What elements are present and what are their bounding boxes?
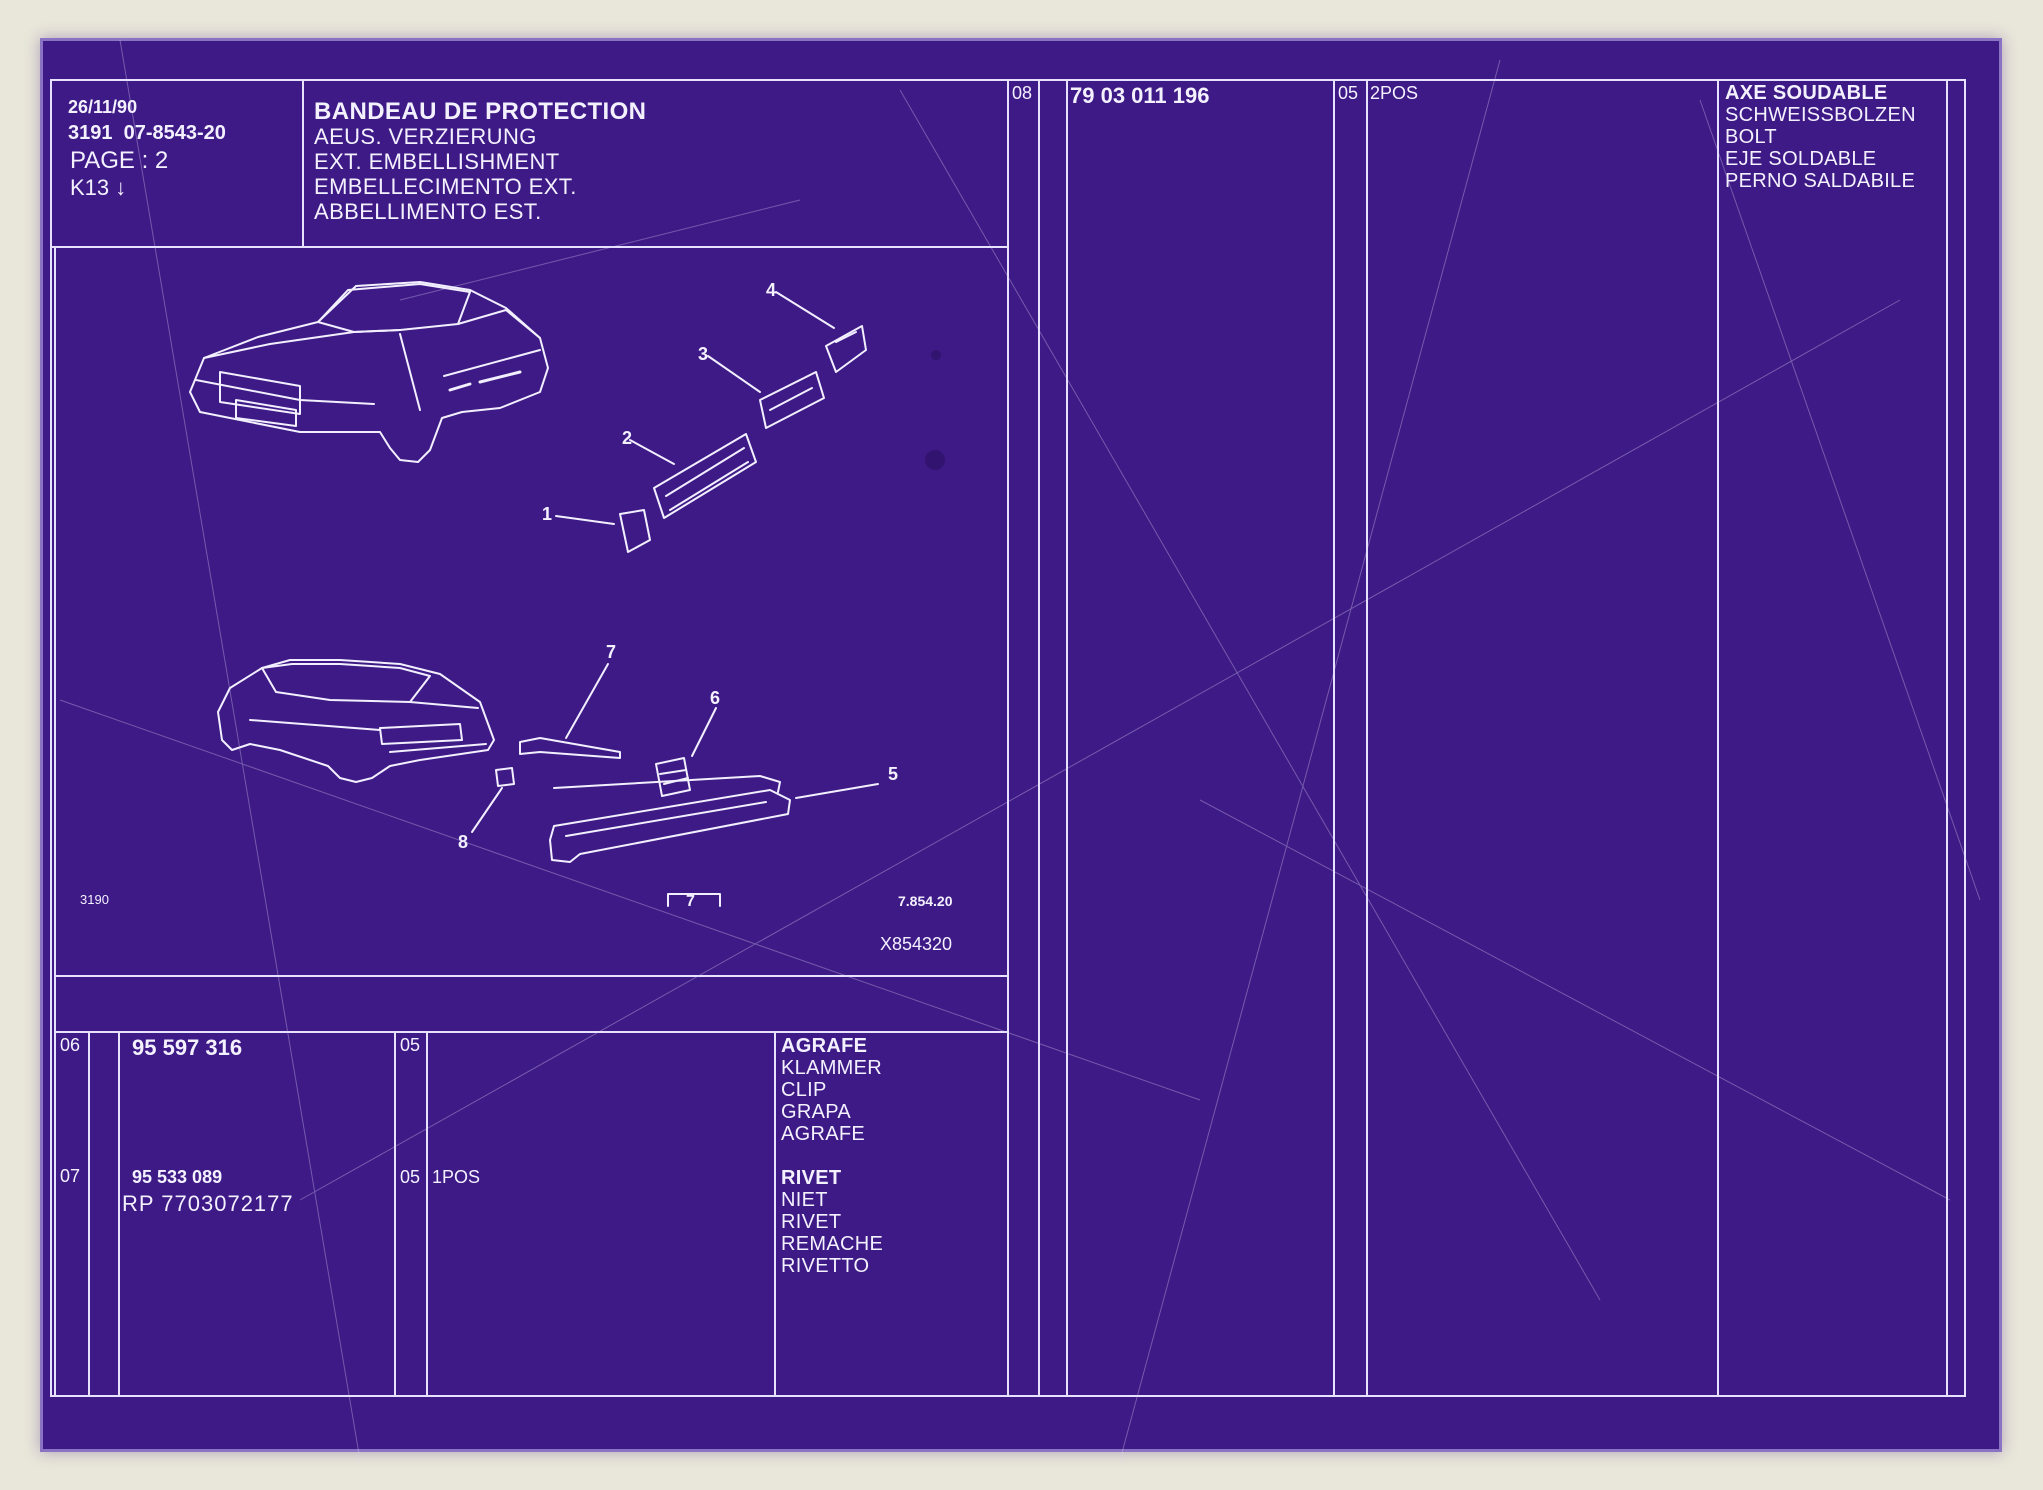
catalog-number: 3191 [68,122,113,144]
title-de: AEUS. VERZIERUNG [314,124,537,149]
name-fr: RIVET [781,1167,842,1189]
callout-6: 6 [710,688,720,708]
name-de: KLAMMER [781,1057,883,1079]
catalog-ref: 3191 07-8543-20 [68,122,226,144]
part-names: AGRAFE KLAMMER CLIP GRAPA AGRAFE [781,1035,882,1145]
part-names: RIVET NIET RIVET REMACHE RIVETTO [781,1167,883,1277]
name-es: EJE SOLDABLE [1725,148,1877,170]
quantity: 05 [400,1035,421,1055]
item-number: 06 [60,1035,81,1055]
callout-1: 1 [542,504,552,524]
page-number: PAGE : 2 [70,147,169,174]
part-number: 95 597 316 [132,1035,243,1060]
callout-4: 4 [766,280,776,300]
car-front-view-drawing [189,281,549,463]
position-note: 2POS [1370,83,1419,103]
name-de: NIET [781,1189,828,1211]
position-note: 1POS [432,1167,481,1187]
name-it: RIVETTO [781,1255,870,1277]
part-number: 79 03 011 196 [1070,83,1210,108]
part-names: AXE SOUDABLE SCHWEISSBOLZEN BOLT EJE SOL… [1725,82,1916,192]
callout-3: 3 [698,344,708,364]
drawing-number: 7.854.20 [898,893,953,909]
name-en: CLIP [781,1079,827,1101]
title-block: BANDEAU DE PROTECTION AEUS. VERZIERUNG E… [314,99,646,224]
name-fr: AXE SOUDABLE [1725,82,1888,104]
car-rear-view-drawing [217,659,495,783]
name-it: PERNO SALDABILE [1725,170,1916,192]
name-en: RIVET [781,1211,842,1233]
lower-strip-5-drawing [549,789,791,863]
name-it: AGRAFE [781,1123,866,1145]
moulding-strips-drawing [619,325,867,553]
callout-8: 8 [458,832,468,852]
callout-5: 5 [888,764,898,784]
title-en: EXT. EMBELLISHMENT [314,149,560,174]
section-key: K13 ↓ [70,175,127,200]
page-title: BANDEAU DE PROTECTION [314,98,647,125]
title-pt: EMBELLECIMENTO EXT. [314,174,577,199]
callout-2: 2 [622,428,632,448]
date: 26/11/90 [68,97,138,117]
box-mark: 7 [686,893,695,910]
replacement-number: RP 7703072177 [122,1191,294,1216]
part-number: 95 533 089 [132,1167,223,1187]
callout-7: 7 [606,642,616,662]
image-code: X854320 [880,934,952,954]
title-it: ABBELLIMENTO EST. [314,199,542,224]
name-en: BOLT [1725,126,1777,148]
name-es: GRAPA [781,1101,852,1123]
name-de: SCHWEISSBOLZEN [1725,104,1916,126]
film-sheet [40,38,2002,1452]
name-fr: AGRAFE [781,1035,868,1057]
quantity: 05 [400,1167,421,1187]
quantity: 05 [1338,83,1359,103]
fasteners-drawing [495,737,781,797]
corner-code: 3190 [80,892,109,907]
item-number: 07 [60,1166,81,1186]
drawing-reference: 07-8543-20 [123,122,226,144]
item-number: 08 [1012,83,1033,103]
name-es: REMACHE [781,1233,884,1255]
